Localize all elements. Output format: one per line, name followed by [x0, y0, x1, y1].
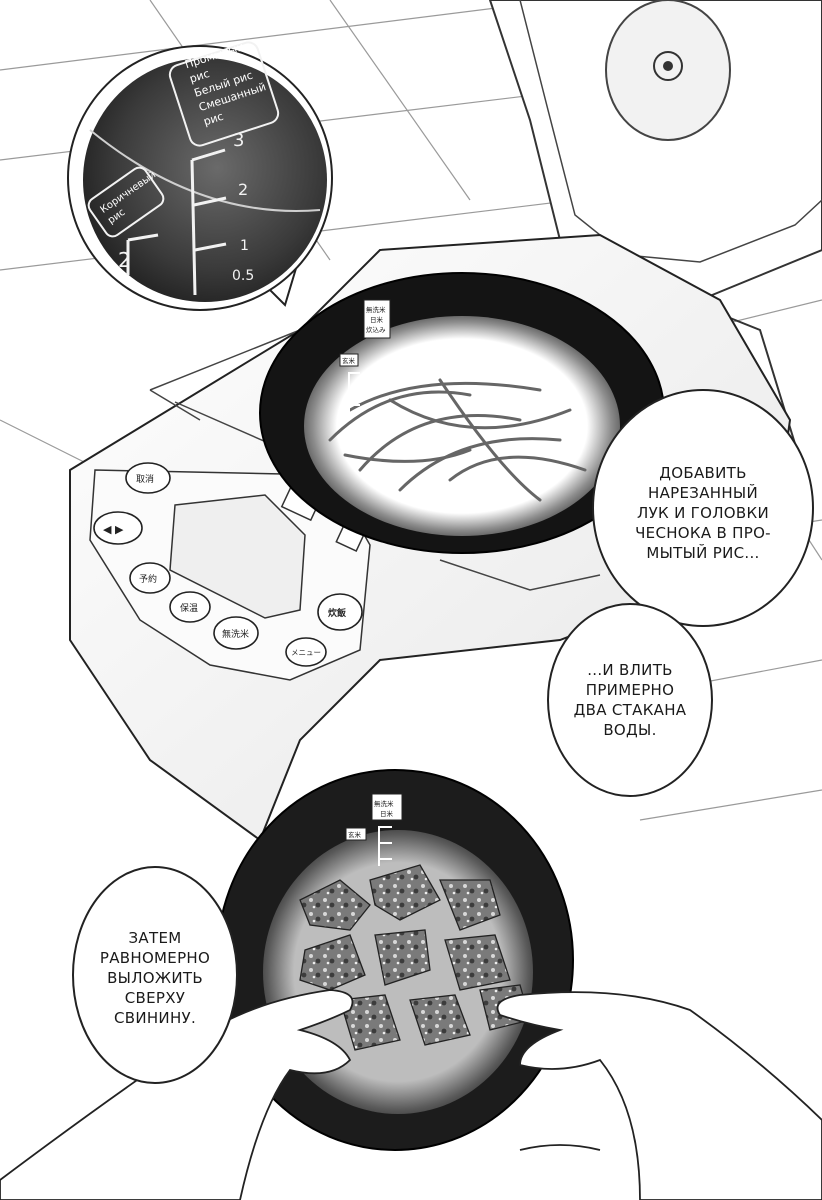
svg-text:炊込み: 炊込み: [366, 325, 386, 334]
speech-bubble-3-text: Затем равномерно выложить сверху свинину…: [85, 928, 225, 1028]
speech-bubbles: [72, 389, 814, 1084]
bubble-2-line-2: примерно: [585, 681, 675, 699]
bubble-3-line-1: Затем: [128, 929, 182, 947]
bubble-1-line-3: лук и головки: [637, 504, 769, 522]
keep-warm-button-label: 保温: [180, 602, 198, 614]
bubble-1-line-1: Добавить: [659, 464, 747, 482]
svg-text:無洗米: 無洗米: [366, 305, 386, 314]
svg-text:玄米: 玄米: [342, 356, 356, 365]
bubble-2-line-3: два стакана: [573, 701, 687, 719]
speech-bubble-3: [72, 866, 238, 1084]
bubble-1-line-5: мытый рис...: [646, 544, 760, 562]
bubble-3-line-2: равномерно: [99, 949, 211, 967]
svg-text:日米: 日米: [380, 809, 394, 818]
svg-text:玄米: 玄米: [348, 830, 362, 839]
scale-mark-left-2: 2: [118, 248, 131, 272]
inset-scale-lines: [126, 148, 227, 296]
bubble-1-line-2: нарезанный: [648, 484, 758, 502]
speech-bubble-2: [547, 603, 713, 797]
lower-pot-labels: 無洗米 日米 玄米: [345, 793, 403, 841]
cancel-button-label: 取消: [136, 473, 154, 485]
musenmai-button-label: 無洗米: [222, 628, 249, 640]
cooker-button-labels: 取消 ◀ ▶ 予約 保温 無洗米 炊飯 メニュー: [103, 473, 346, 657]
speech-bubble-1: [592, 389, 814, 627]
bubble-1-line-4: чеснока в про-: [635, 524, 771, 542]
bubble-2-line-1: ...и влить: [587, 661, 673, 679]
cooker-buttons: [93, 462, 363, 667]
menu-button-label: メニュー: [291, 648, 321, 657]
speech-bubble-1-text: Добавить нарезанный лук и головки чеснок…: [623, 463, 783, 563]
hands: [0, 989, 822, 1200]
upper-pot-labels: 無洗米 日米 炊込み 玄米: [339, 299, 391, 367]
pot-scale-marks: [348, 372, 360, 412]
svg-text:日米: 日米: [370, 315, 384, 324]
svg-text:無洗米: 無洗米: [374, 799, 394, 808]
scale-mark-3: 3: [233, 130, 245, 151]
lower-pot-scale: [378, 826, 392, 866]
bubble-3-line-3: выложить: [107, 969, 203, 987]
timer-button-label: 予約: [139, 573, 157, 585]
sliced-onions: [328, 378, 587, 502]
cook-button-label: 炊飯: [328, 607, 346, 619]
scale-mark-2: 2: [238, 180, 249, 199]
scale-mark-half: 0.5: [232, 268, 255, 284]
upper-inner-pot: 無洗米 日米 炊込み 玄米: [259, 272, 665, 554]
inset-magnifier: [67, 41, 333, 311]
bubble-3-line-4: сверху: [124, 989, 186, 1007]
speech-bubble-2-text: ...и влить примерно два стакана воды.: [555, 660, 705, 740]
bubble-3-line-5: свинину.: [113, 1009, 197, 1027]
bubble-2-line-4: воды.: [603, 721, 657, 739]
svg-text:◀ ▶: ◀ ▶: [103, 523, 124, 536]
scale-mark-1: 1: [240, 238, 249, 254]
